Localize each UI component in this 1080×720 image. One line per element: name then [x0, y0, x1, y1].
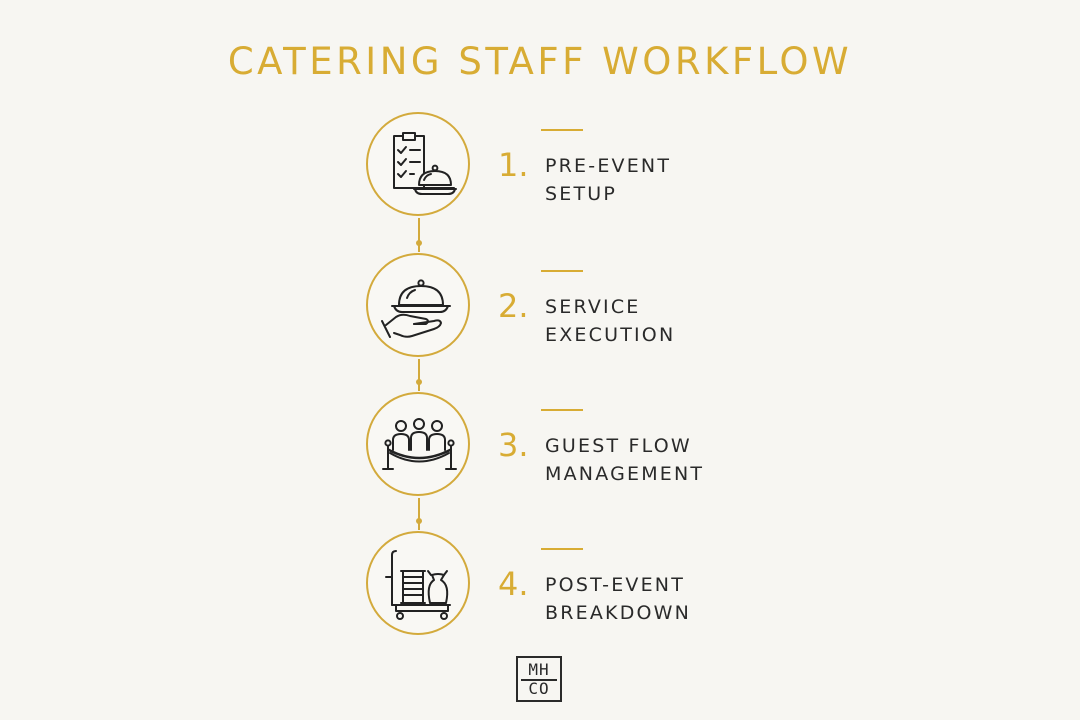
step-2-label-line2: EXECUTION: [545, 324, 676, 346]
mhco-logo: MH CO: [516, 656, 562, 702]
step-3-icon-circle: [366, 392, 470, 496]
step-2-icon-circle: [366, 253, 470, 357]
connector-2-3: [418, 359, 420, 391]
connector-2-3-dot: [416, 379, 422, 385]
logo-rule: [521, 679, 557, 681]
step-4: 4. POST-EVENT BREAKDOWN: [0, 531, 1080, 641]
step-2-label: SERVICE EXECUTION: [545, 293, 675, 349]
page-title: CATERING STAFF WORKFLOW: [227, 40, 853, 83]
logo-line2: CO: [528, 679, 550, 698]
step-1-divider: [541, 129, 583, 131]
hand-serving-cloche-icon: [381, 279, 451, 338]
step-3-label: GUEST FLOW MANAGEMENT: [545, 432, 704, 488]
step-1-icon-circle: [366, 112, 470, 216]
cart-plates-bag-icon: [385, 550, 451, 620]
connector-1-2: [418, 218, 420, 252]
step-3-label-line1: GUEST FLOW: [545, 435, 692, 457]
step-3-number: 3.: [498, 426, 529, 464]
step-4-number: 4.: [498, 565, 529, 603]
step-2: 2. SERVICE EXECUTION: [0, 253, 1080, 363]
connector-1-2-dot: [416, 240, 422, 246]
step-4-label-line2: BREAKDOWN: [545, 602, 692, 624]
logo-line1: MH: [528, 660, 550, 679]
step-1-label: PRE-EVENT SETUP: [545, 152, 671, 208]
connector-3-4: [418, 498, 420, 530]
clipboard-cloche-icon: [393, 132, 457, 195]
step-4-icon-circle: [366, 531, 470, 635]
step-4-label: POST-EVENT BREAKDOWN: [545, 571, 691, 627]
step-3: 3. GUEST FLOW MANAGEMENT: [0, 392, 1080, 502]
step-2-divider: [541, 270, 583, 272]
step-4-label-line1: POST-EVENT: [545, 574, 686, 596]
step-2-number: 2.: [498, 287, 529, 325]
step-1-label-line1: PRE-EVENT: [545, 155, 672, 177]
step-1-number: 1.: [498, 146, 529, 184]
guests-rope-barrier-icon: [382, 418, 457, 470]
step-2-label-line1: SERVICE: [545, 296, 641, 318]
step-3-divider: [541, 409, 583, 411]
step-1: 1. PRE-EVENT SETUP: [0, 112, 1080, 222]
step-3-label-line2: MANAGEMENT: [545, 463, 705, 485]
connector-3-4-dot: [416, 518, 422, 524]
step-4-divider: [541, 548, 583, 550]
step-1-label-line2: SETUP: [545, 183, 618, 205]
